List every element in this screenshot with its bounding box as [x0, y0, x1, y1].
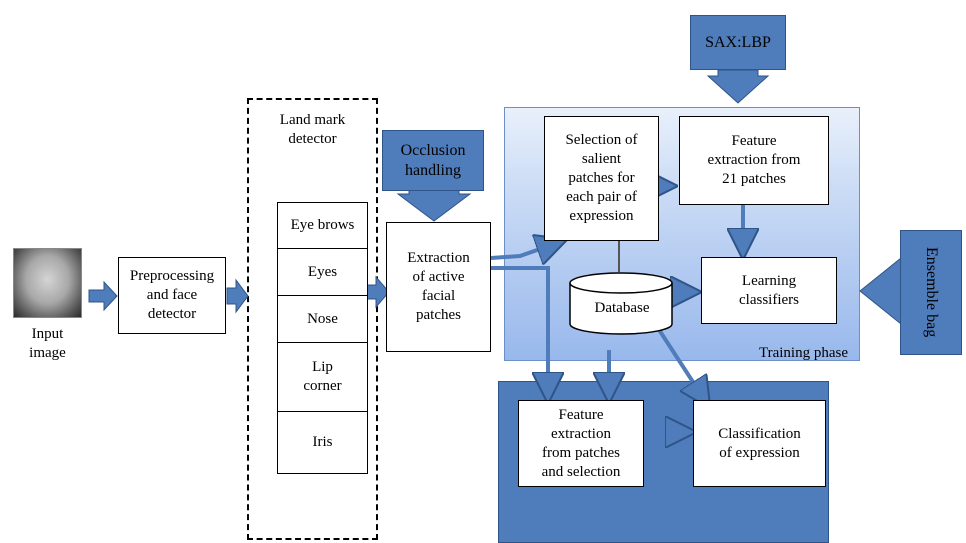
input-image-label: Input image — [29, 326, 66, 361]
sax-lbp-box: SAX:LBP — [690, 15, 786, 70]
input-to-preprocessing-arrow — [88, 280, 118, 312]
occlusion-handling-box: Occlusion handling — [382, 130, 484, 191]
database-cylinder — [569, 272, 673, 335]
database-to-classification-connector — [652, 320, 706, 402]
landmark-item-lip-corner: Lip corner — [277, 342, 368, 412]
extraction-box: Extraction of active facial patches — [386, 222, 491, 352]
sax-down-arrow — [706, 69, 770, 104]
classification-box: Classification of expression — [693, 400, 826, 487]
landmark-detector-group — [247, 98, 378, 540]
ensemble-left-arrow — [859, 256, 902, 326]
training-phase-label: Training phase — [758, 345, 848, 361]
preprocessing-to-landmark-arrow — [226, 278, 249, 314]
input-face-image — [13, 248, 82, 318]
ensemble-bag-label: Ensemble bag — [923, 247, 940, 338]
landmark-item-eye-brows: Eye brows — [277, 202, 368, 249]
landmark-item-nose: Nose — [277, 295, 368, 343]
landmark-detector-title: Land mark detector — [279, 112, 346, 147]
feature-extraction-21-box: Feature extraction from 21 patches — [679, 116, 829, 205]
extraction-to-feature-selection-connector — [491, 266, 548, 396]
occlusion-down-arrow — [396, 189, 472, 222]
database-label: Database — [594, 300, 650, 316]
ensemble-bag-box: Ensemble bag — [900, 230, 962, 355]
learning-classifiers-box: Learning classifiers — [701, 257, 837, 324]
feature-selection-box: Feature extraction from patches and sele… — [518, 400, 644, 487]
extraction-to-selection-connector — [490, 242, 560, 258]
landmark-item-iris: Iris — [277, 411, 368, 474]
landmark-item-eyes: Eyes — [277, 248, 368, 296]
selection-box: Selection of salient patches for each pa… — [544, 116, 659, 241]
preprocessing-box: Preprocessing and face detector — [118, 257, 226, 334]
